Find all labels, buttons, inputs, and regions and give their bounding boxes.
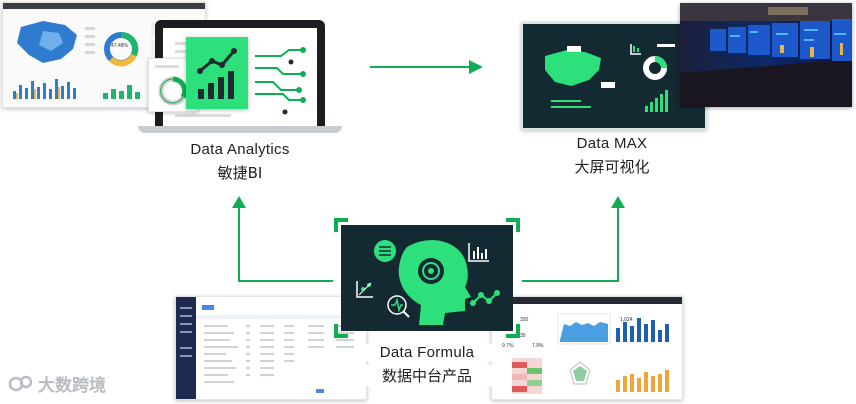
brand-mark-icon: [8, 375, 33, 391]
max-screen-panel: [521, 22, 707, 130]
table-grid-graphic: [196, 305, 364, 393]
table-screenshot: [175, 296, 367, 400]
video-wall-image: [680, 3, 852, 107]
arrow-analytics-to-max-line: [370, 66, 472, 68]
max-title-en: Data MAX: [576, 135, 648, 152]
ai-head-graphic: [356, 240, 500, 325]
arrow-up-left-icon: [232, 196, 246, 208]
laptop-base: [138, 126, 342, 133]
bi-dashboard-screenshot: 320 35 1,024 9.7% 7.9%: [491, 296, 683, 400]
stat-value-1: 320: [520, 317, 529, 323]
donut-percent-label: 47.48%: [111, 43, 128, 49]
formula-frame-corners: [334, 218, 520, 338]
analytics-title-zh: 敏捷BI: [217, 164, 263, 182]
watermark-logo-text: 大数跨境: [38, 376, 106, 396]
formula-title-zh: 数据中台产品: [362, 365, 492, 386]
formula-panel: [341, 225, 513, 331]
control-room-photo: [680, 3, 852, 107]
table-sidebar: [176, 297, 196, 399]
arrow-formula-to-max-vertical: [617, 207, 619, 282]
arrow-formula-to-analytics-vertical: [238, 207, 240, 282]
trend-chart-icon: [197, 48, 237, 99]
stat-value-3: 1,024: [620, 317, 633, 323]
window-titlebar: [3, 3, 205, 9]
analytics-title-en: Data Analytics: [190, 141, 290, 158]
analytics-green-card: [186, 37, 248, 109]
max-title-zh: 大屏可视化: [574, 158, 650, 176]
arrow-right-icon: [469, 60, 483, 74]
watermark-logo: 大数跨境: [8, 371, 106, 396]
arrow-formula-to-analytics-horizontal: [238, 280, 333, 282]
max-screen-graphic: [545, 44, 675, 112]
bi-dashboard-graphic: [512, 313, 669, 394]
donut-chart-icon: [155, 65, 188, 106]
arrow-up-right-icon: [611, 196, 625, 208]
stat-value-2: 35: [520, 333, 526, 339]
pct-value-1: 9.7%: [502, 343, 514, 349]
bi-dashboard-topbar: [492, 297, 682, 304]
formula-title-en: Data Formula: [362, 344, 492, 361]
pct-value-2: 7.9%: [532, 343, 544, 349]
arrow-formula-to-max-horizontal: [522, 280, 619, 282]
